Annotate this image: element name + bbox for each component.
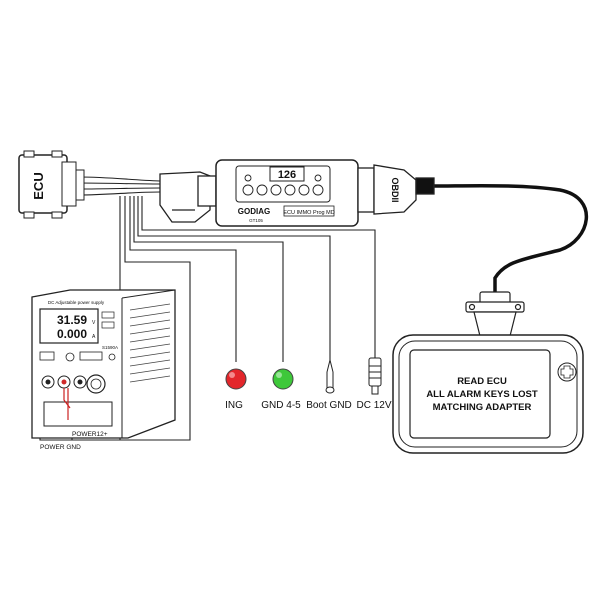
psu-brand-line: DC Adjustable power supply <box>48 300 105 305</box>
psu-current: 0.000 <box>57 327 87 341</box>
power-gnd-label: POWER GND <box>40 444 81 451</box>
gnd-label: GND 4-5 <box>261 400 301 411</box>
godiag-adapter: 126 GODIAG GT105 ECU IMMO Prog MD <box>215 159 359 227</box>
tablet-device: READ ECU ALL ALARM KEYS LOST MATCHING AD… <box>392 334 584 454</box>
dc-12v-plug <box>368 357 382 395</box>
power12-label: POWER12+ <box>72 431 108 438</box>
obd-cable <box>431 183 589 292</box>
psu-current-unit: A <box>92 334 96 340</box>
psu-model: S1590A <box>102 345 118 350</box>
psu-voltage: 31.59 <box>57 313 87 327</box>
ing-label: ING <box>225 400 243 411</box>
boot-gnd-label: Boot GND <box>306 400 352 411</box>
ing-terminal <box>225 368 247 390</box>
dc-12v-label: DC 12V <box>356 400 391 411</box>
adapter-buttons <box>242 174 324 196</box>
tablet-line-2: ALL ALARM KEYS LOST <box>426 389 538 400</box>
gnd-terminal <box>272 368 294 390</box>
adapter-brand: GODIAG <box>238 207 270 216</box>
db-connector <box>465 291 525 337</box>
ecu-label: ECU <box>31 172 46 199</box>
adapter-model: GT105 <box>249 218 263 223</box>
boot-gnd-probe <box>325 359 335 394</box>
dpad-icon <box>557 362 577 382</box>
obd-label: OBDII <box>390 177 400 202</box>
tablet-line-1: READ ECU <box>457 376 507 387</box>
psu-terminals <box>41 375 87 389</box>
ecu-module: ECU <box>18 150 85 219</box>
power-supply: DC Adjustable power supply 31.59 V 0.000… <box>31 289 176 439</box>
psu-voltage-unit: V <box>92 320 96 326</box>
adapter-display: 126 <box>278 169 296 181</box>
tablet-line-3: MATCHING ADAPTER <box>433 402 532 413</box>
obd-connector: OBDII <box>357 164 435 215</box>
adapter-product: ECU IMMO Prog MD <box>283 210 334 216</box>
adapter-left-plug <box>159 171 217 223</box>
